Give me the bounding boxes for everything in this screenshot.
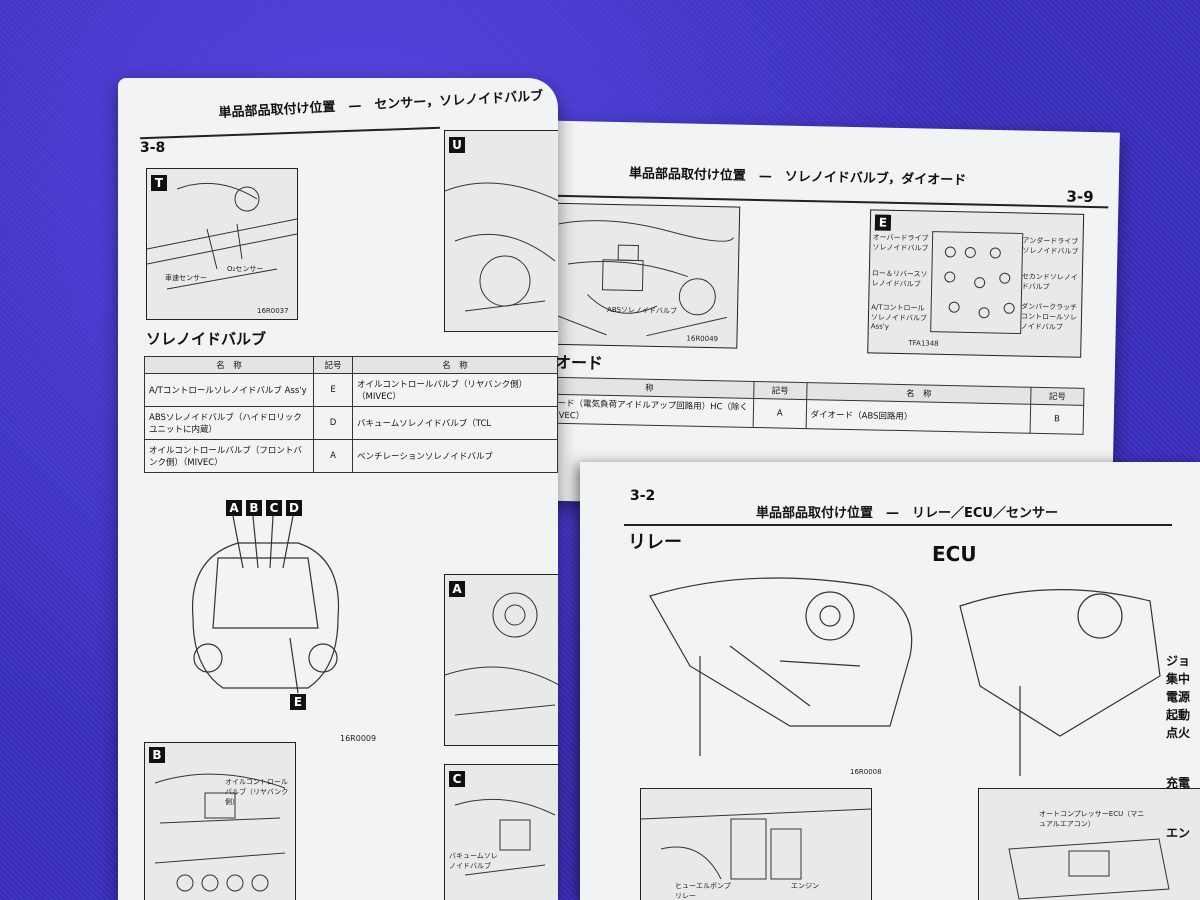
third-header-rule [624, 524, 1172, 526]
list-item: 点火 [1166, 726, 1191, 740]
list-item: 起動 [1166, 708, 1191, 722]
valve-body-drawing [930, 231, 1024, 335]
figure-u-drawing [445, 182, 558, 312]
solenoid-col-name: 名 称 [144, 356, 314, 374]
left-header-rule [140, 126, 440, 140]
table-row: ABSソレノイドバルブ（ハイドロリックユニットに内蔵） D バキュームソレノイド… [144, 406, 558, 440]
figure-e-solenoids: E オーバードライブソレノイドバルブ ロー＆リバースソレノイドバルブ A/Tコン… [867, 209, 1085, 358]
right-page: 単品部品取付け位置 — ソレノイドバルブ，ダイオード 3-9 ABSソレノイドバ… [512, 120, 1120, 513]
car-overview-figure: A B C D E [178, 498, 348, 710]
low-reverse-solenoid-label: ロー＆リバースソレノイドバルブ [871, 269, 928, 289]
tag-c: C [266, 500, 282, 516]
figure-u: U [444, 130, 558, 332]
ecu-section-title: ECU [932, 542, 977, 566]
at-control-solenoid-label: A/Tコントロールソレノイドバルブ Ass'y [870, 303, 928, 331]
figure-b-tag: B [149, 747, 165, 763]
figure-a-tag: A [449, 581, 465, 597]
list-item: エン [1166, 826, 1191, 840]
diode-table: 称 記号 名 称 記号 オード（電気負荷アイドルアップ回路用）HC（除くMIVE… [544, 377, 1085, 435]
left-section-title: ソレノイドバルブ [146, 330, 267, 348]
third-page: 3-2 単品部品取付け位置 — リレー／ECU／センサー リレー ECU 16R… [580, 462, 1200, 900]
abs-figure-code: 16R0049 [686, 334, 719, 344]
abs-solenoid-figure: ABSソレノイドバルブ 16R0049 [545, 202, 741, 349]
table-row: A/Tコントロールソレノイドバルブ Ass'y E オイルコントロールバルブ（リ… [144, 373, 558, 407]
list-item: 集中 [1166, 672, 1191, 686]
vacuum-solenoid-label: バキュームソレノイドバルブ [449, 852, 498, 870]
underdrive-solenoid-label: アンダードライブソレノイドバルブ [1022, 236, 1079, 256]
second-solenoid-label: セカンドソレノイドバルブ [1021, 272, 1078, 292]
table-row: オイルコントロールバルブ（フロントバンク側）（MIVEC） A ベンチレーション… [144, 439, 558, 473]
diode-col-code-2: 記号 [1030, 387, 1085, 406]
third-page-number: 3-2 [630, 488, 656, 504]
relay-detail-figure: ヒューエルポンプリレー エンジン [640, 788, 872, 900]
list-item: 充電 [1166, 776, 1191, 790]
third-page-header: 単品部品取付け位置 — リレー／ECU／センサー [756, 506, 1058, 521]
right-page-number: 3-9 [1066, 187, 1094, 207]
figure-t-tag: T [151, 175, 167, 191]
solenoid-table: 名 称 記号 名 称 A/Tコントロールソレノイドバルブ Ass'y E オイル… [144, 356, 558, 473]
tag-e: E [290, 694, 306, 710]
figure-c: C バキュームソレノイドバルブ [444, 764, 558, 900]
figure-a: A [444, 574, 558, 746]
overdrive-solenoid-label: オーバードライブソレノイドバルブ [872, 233, 929, 253]
figure-c-tag: C [449, 771, 465, 787]
figure-b: B オイルコントロールバルブ（リヤバンク側） [144, 742, 296, 900]
exhaust-sensor-drawing [147, 182, 297, 290]
abs-solenoid-drawing [551, 220, 735, 337]
abs-solenoid-label: ABSソレノイドバルブ [606, 305, 678, 316]
left-page-number: 3-8 [140, 140, 166, 156]
vehicle-speed-sensor-label: 車速センサー [165, 274, 207, 282]
auto-compressor-ecu-label: オートコンプレッサーECU（マニュアルエアコン） [1039, 810, 1145, 828]
list-item: 電源 [1166, 690, 1191, 704]
dashboard-drawing [649, 577, 1161, 776]
solenoid-col-name-2: 名 称 [352, 356, 558, 374]
ecu-detail-drawing [1008, 838, 1170, 900]
car-figure-code: 16R0009 [340, 734, 377, 743]
figure-t-sensors: T 車速センサー O₂センサー 16R0037 [146, 168, 298, 320]
figure-c-drawing [454, 798, 556, 876]
tag-a: A [226, 500, 242, 516]
relay-section-title: リレー [628, 532, 682, 553]
solenoid-col-code: 記号 [313, 356, 353, 374]
figure-u-tag: U [449, 137, 465, 153]
fuel-pump-relay-label: ヒューエルポンプリレー [675, 882, 731, 900]
figure-t-code: 16R0037 [257, 307, 289, 315]
car-overview-drawing [191, 515, 340, 694]
tag-d: D [286, 500, 302, 516]
diode-col-code: 記号 [753, 381, 807, 400]
list-item: ジョ [1166, 654, 1191, 668]
relay-detail-drawing [641, 808, 871, 880]
engine-bank-drawing [154, 773, 286, 892]
dashboard-figure-code: 16R0008 [850, 768, 882, 776]
tag-b: B [246, 500, 262, 516]
left-page: 単品部品取付け位置 — センサー，ソレノイドバルブ 3-8 T 車速センサー O… [118, 78, 558, 900]
o2-sensor-label: O₂センサー [227, 265, 264, 273]
oil-control-valve-label: オイルコントロールバルブ（リヤバンク側） [225, 778, 289, 806]
figure-a-drawing [445, 592, 558, 716]
right-section-title: オード [554, 352, 604, 373]
engine-label: エンジン [791, 882, 819, 890]
ecu-detail-figure: オートコンプレッサーECU（マニュアルエアコン） [978, 788, 1200, 900]
right-page-header: 単品部品取付け位置 — ソレノイドバルブ，ダイオード [628, 166, 967, 189]
left-page-header: 単品部品取付け位置 — センサー，ソレノイドバルブ [218, 88, 544, 121]
figure-e-code: TFA1348 [908, 339, 939, 348]
damper-clutch-solenoid-label: ダンパークラッチコントロールソレノイドバルブ [1020, 302, 1078, 332]
